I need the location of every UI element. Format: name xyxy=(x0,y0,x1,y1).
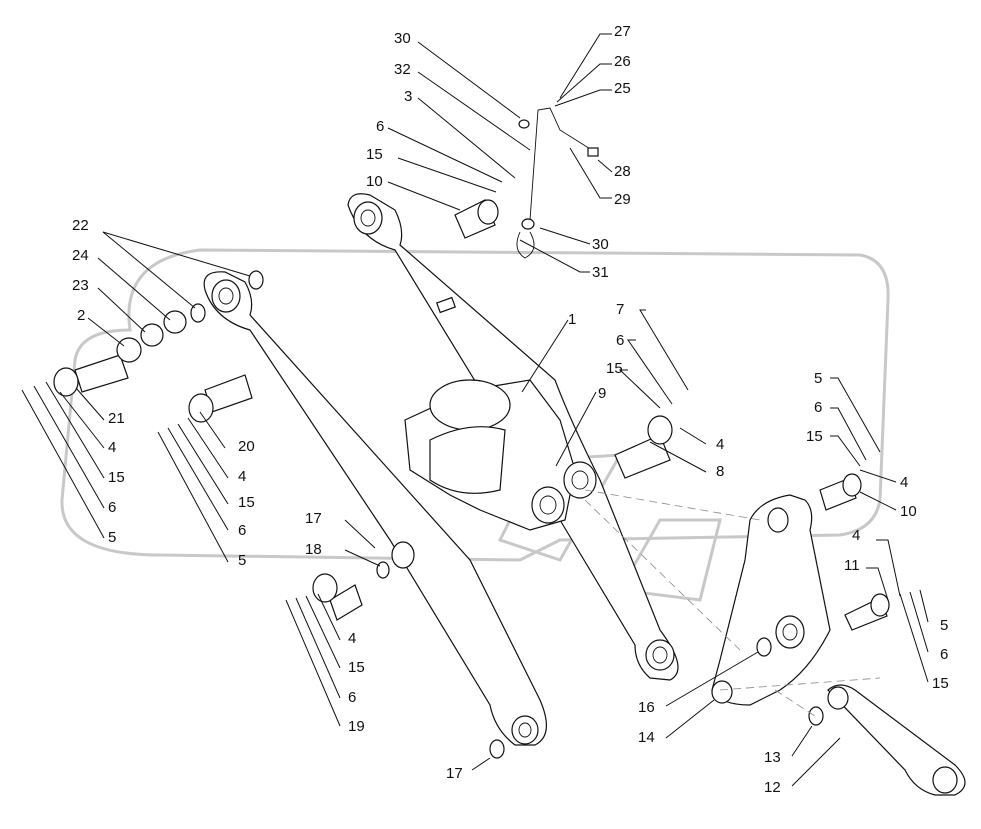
callout-17-bottom: 17 xyxy=(446,765,463,782)
callout-4-far: 4 xyxy=(900,474,908,491)
callout-9: 9 xyxy=(598,385,606,402)
callout-3: 3 xyxy=(404,88,412,105)
callout-13: 13 xyxy=(764,749,781,766)
callout-labels: 30 32 3 6 15 10 27 26 25 28 29 30 31 22 … xyxy=(72,23,949,796)
callout-31: 31 xyxy=(592,264,609,281)
leader-lines xyxy=(21,33,929,787)
callout-6-center: 6 xyxy=(238,522,246,539)
callout-19: 19 xyxy=(348,718,365,735)
callout-32: 32 xyxy=(394,61,411,78)
callout-24: 24 xyxy=(72,247,89,264)
callout-15-right: 15 xyxy=(606,360,623,377)
callout-4-right: 4 xyxy=(716,436,724,453)
callout-20: 20 xyxy=(238,438,255,455)
callout-6-far: 6 xyxy=(814,399,822,416)
callout-16: 16 xyxy=(638,699,655,716)
callout-6-top: 6 xyxy=(376,118,384,135)
callout-18: 18 xyxy=(305,541,322,558)
callout-15-crank: 15 xyxy=(932,675,949,692)
callout-30-mid: 30 xyxy=(592,236,609,253)
callout-10-top: 10 xyxy=(366,173,383,190)
callout-15-far: 15 xyxy=(806,428,823,445)
callout-10-far: 10 xyxy=(900,503,917,520)
callout-29: 29 xyxy=(614,191,631,208)
callout-12: 12 xyxy=(764,779,781,796)
cross-tube-frame xyxy=(404,296,597,531)
callout-4-left: 4 xyxy=(108,439,116,456)
callout-30-top: 30 xyxy=(394,30,411,47)
bell-crank xyxy=(711,494,831,706)
lift-arm-left xyxy=(203,271,547,746)
callout-15-top: 15 xyxy=(366,146,383,163)
callout-5-far: 5 xyxy=(814,370,822,387)
callout-6-crank: 6 xyxy=(940,646,948,663)
callout-15-left: 15 xyxy=(108,469,125,486)
callout-8: 8 xyxy=(716,463,724,480)
link-bar xyxy=(827,684,966,796)
callout-14: 14 xyxy=(638,729,655,746)
callout-6-right: 6 xyxy=(616,332,624,349)
callout-15-center: 15 xyxy=(238,494,255,511)
callout-2: 2 xyxy=(77,307,85,324)
callout-5-crank: 5 xyxy=(940,617,948,634)
callout-4-lower: 4 xyxy=(348,630,356,647)
alignment-lines xyxy=(584,489,881,717)
callout-11: 11 xyxy=(844,557,860,574)
callout-1: 1 xyxy=(568,311,576,328)
callout-5-left: 5 xyxy=(108,529,116,546)
rings-and-washers xyxy=(116,119,824,759)
callout-6-lower: 6 xyxy=(348,689,356,706)
callout-25: 25 xyxy=(614,80,631,97)
callout-5-center: 5 xyxy=(238,552,246,569)
callout-23: 23 xyxy=(72,277,89,294)
callout-21: 21 xyxy=(108,410,125,427)
callout-27: 27 xyxy=(614,23,631,40)
callout-17-mid: 17 xyxy=(305,510,322,527)
lubrication-pipe xyxy=(516,107,599,259)
callout-6-left: 6 xyxy=(108,499,116,516)
callout-22: 22 xyxy=(72,217,89,234)
callout-28: 28 xyxy=(614,163,631,180)
callout-4-center: 4 xyxy=(238,468,246,485)
callout-26: 26 xyxy=(614,53,631,70)
callout-4-crank: 4 xyxy=(852,527,860,544)
callout-15-lower: 15 xyxy=(348,659,365,676)
callout-7: 7 xyxy=(616,301,624,318)
